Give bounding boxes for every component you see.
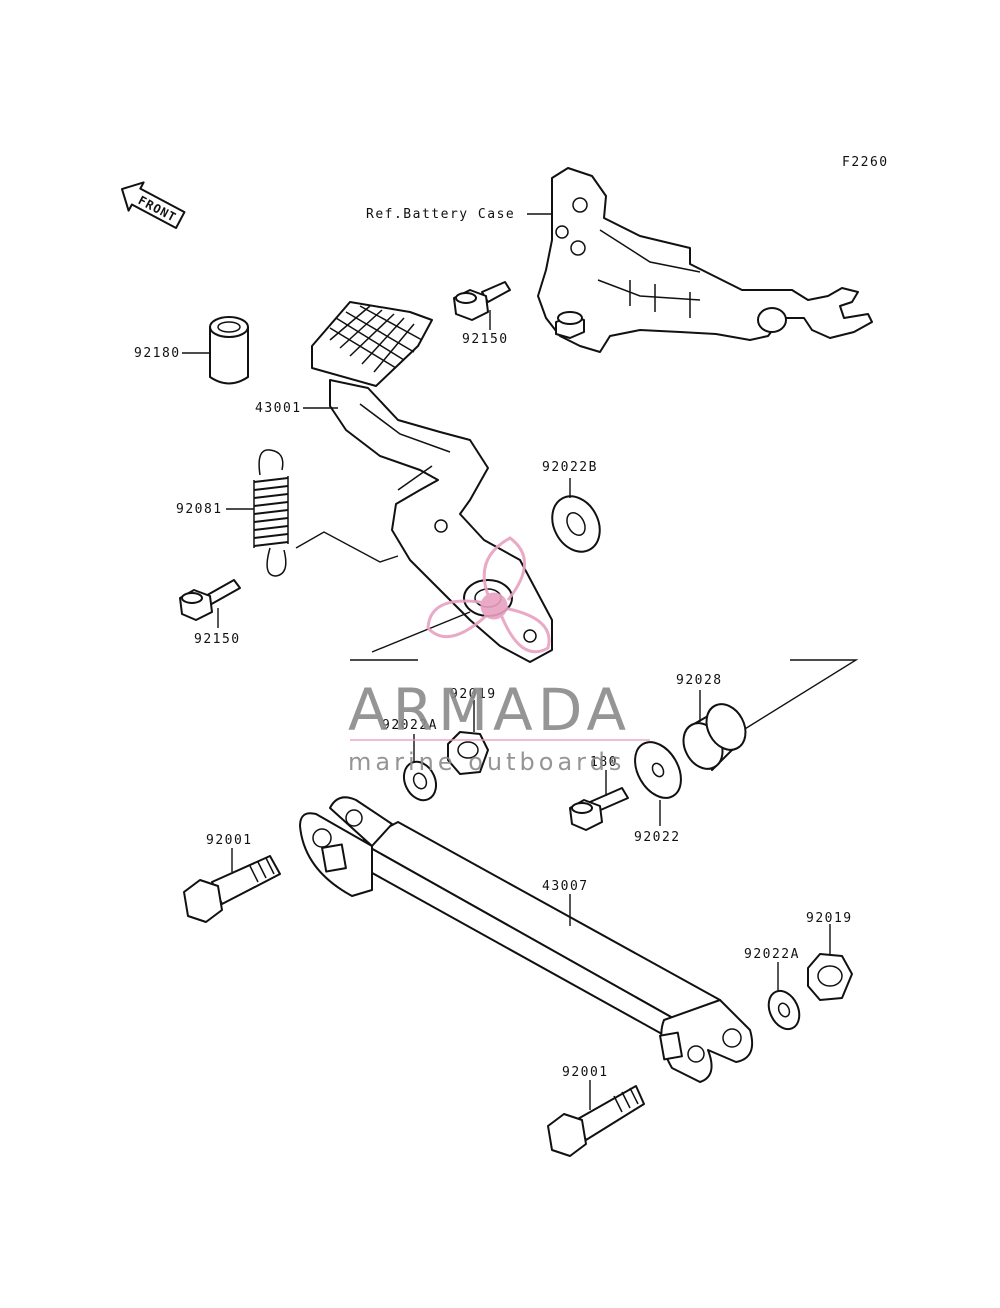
label-92022a-lower: 92022A xyxy=(744,947,800,962)
front-arrow-icon: FRONT xyxy=(120,181,186,229)
label-180: 180 xyxy=(590,755,618,770)
bushing-92028 xyxy=(682,690,747,771)
watermark-tagline: marine outboards xyxy=(348,748,625,776)
ref-battery-case-label: Ref.Battery Case xyxy=(366,207,515,222)
label-92001-upper: 92001 xyxy=(206,833,253,848)
nut-92019-lower xyxy=(807,924,853,1001)
collar-92180 xyxy=(209,316,249,385)
battery-case-bracket xyxy=(537,167,873,353)
bolt-180 xyxy=(569,770,629,831)
nut-92019-upper xyxy=(447,700,489,775)
label-92001-lower: 92001 xyxy=(562,1065,609,1080)
label-92150-top: 92150 xyxy=(462,332,509,347)
propeller-icon xyxy=(426,536,551,654)
washer-92022 xyxy=(634,741,682,826)
bolt-92001-lower xyxy=(547,1080,645,1157)
washer-92022b xyxy=(551,495,601,553)
label-92019-lower: 92019 xyxy=(806,911,853,926)
spring-92081 xyxy=(253,449,289,577)
watermark-logo: ARMADA marine outboards xyxy=(348,536,650,776)
label-92081: 92081 xyxy=(176,502,223,517)
bolt-92150-top xyxy=(453,281,511,330)
figure-code: F2260 xyxy=(842,155,889,170)
label-92028: 92028 xyxy=(676,673,723,688)
label-92022: 92022 xyxy=(634,830,681,845)
label-92150-left: 92150 xyxy=(194,632,241,647)
label-92019-upper: 92019 xyxy=(450,687,497,702)
washer-92022a-lower xyxy=(767,962,801,1031)
brake-pedal-43001 xyxy=(311,301,553,663)
rod-43007 xyxy=(299,796,754,1083)
label-43007: 43007 xyxy=(542,879,589,894)
washer-92022a-upper xyxy=(402,734,438,802)
label-92022b: 92022B xyxy=(542,460,598,475)
label-92180: 92180 xyxy=(134,346,181,361)
label-92022a-upper: 92022A xyxy=(382,718,438,733)
bolt-92150-left xyxy=(179,579,241,628)
bolt-92001-upper xyxy=(183,848,281,923)
label-43001: 43001 xyxy=(255,401,302,416)
watermark-brand: ARMADA xyxy=(348,676,631,744)
